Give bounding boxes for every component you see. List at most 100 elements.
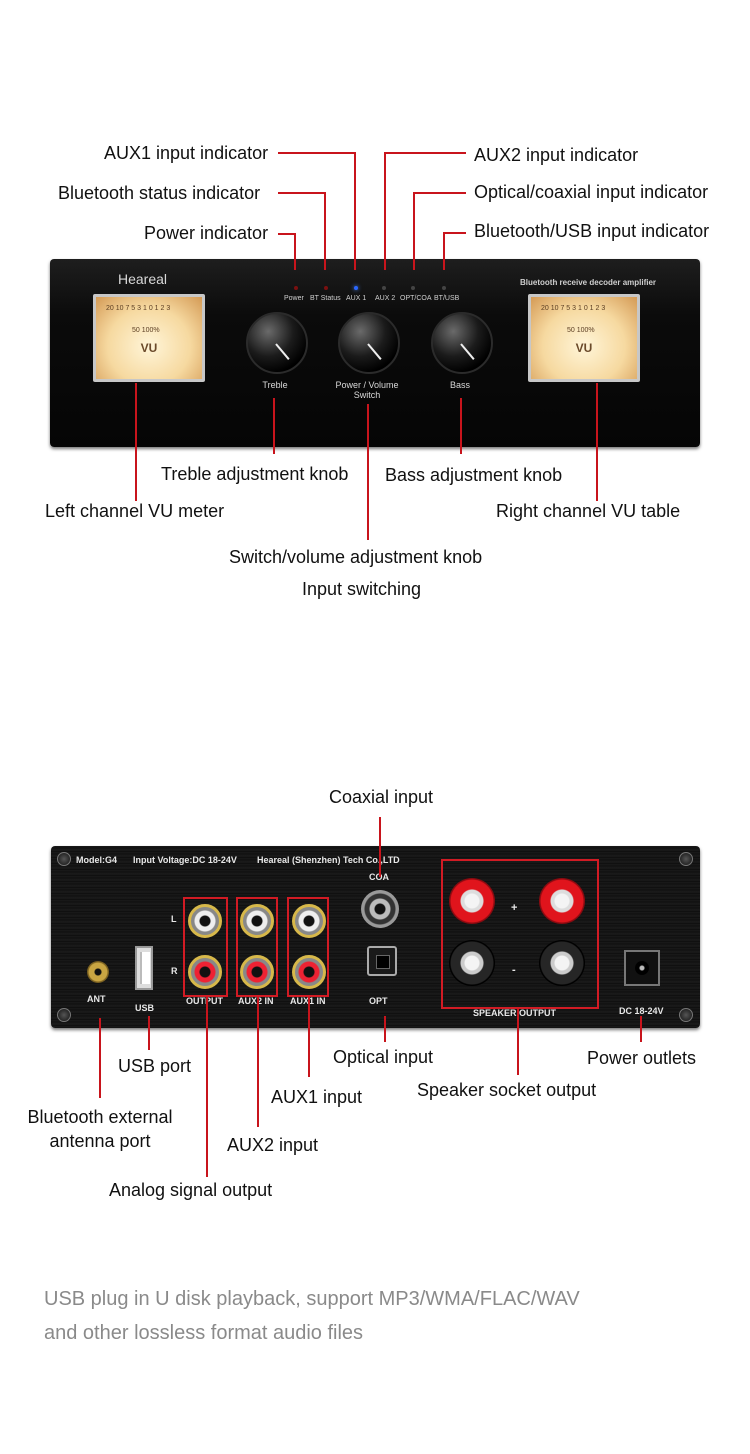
led-label-aux2: AUX 2: [375, 295, 396, 302]
dc-power-jack[interactable]: [624, 950, 660, 986]
label-optical-input: Optical input: [333, 1047, 434, 1067]
aux1-led: [354, 286, 358, 290]
right-vu-scale: 20 10 7 5 3 1 0 1 2 3: [541, 305, 606, 312]
speaker-l-plus-post[interactable]: [449, 878, 495, 924]
label-right-vu: Right channel VU table: [496, 501, 681, 521]
screw-icon: [57, 852, 71, 866]
speaker-r-minus-post[interactable]: [539, 940, 585, 986]
output-r-rca[interactable]: [188, 955, 222, 989]
callout-line-bt-usb: [443, 232, 466, 234]
antenna-connector: [87, 961, 109, 983]
rear-voltage: Input Voltage:DC 18-24V: [133, 855, 237, 865]
label-switch-knob: Switch/volume adjustment knob: [229, 547, 483, 567]
label-input-switching: Input switching: [302, 579, 422, 599]
rear-usb-label: USB: [135, 1003, 155, 1013]
callout-line-switch: [367, 404, 369, 540]
label-aux1-indicator: AUX1 input indicator: [104, 143, 269, 163]
label-bass-knob: Bass adjustment knob: [385, 465, 563, 485]
callout-line-right-vu: [596, 383, 598, 501]
right-vu-meter: 20 10 7 5 3 1 0 1 2 3 50 100% VU: [528, 294, 640, 382]
label-bt-usb-indicator: Bluetooth/USB input indicator: [474, 221, 710, 241]
aux2-l-rca[interactable]: [240, 904, 274, 938]
label-coaxial-input: Coaxial input: [329, 787, 434, 807]
opt-coa-led: [411, 286, 415, 290]
left-vu-text: VU: [140, 341, 158, 355]
rear-r-label: R: [171, 966, 178, 976]
front-subtitle: Bluetooth receive decoder amplifier: [520, 278, 657, 287]
left-vu-scale: 20 10 7 5 3 1 0 1 2 3: [106, 305, 171, 312]
aux1-highlight-box: [287, 897, 329, 997]
label-aux2-indicator: AUX2 input indicator: [474, 145, 639, 165]
rear-model: Model:G4: [76, 855, 118, 865]
rear-l-label: L: [171, 914, 177, 924]
callout-line-bass: [460, 398, 462, 454]
label-aux2-input: AUX2 input: [227, 1135, 319, 1155]
amplifier-front-panel: Heareal Bluetooth receive decoder amplif…: [50, 259, 700, 447]
screw-icon: [679, 1008, 693, 1022]
rear-opt-label: OPT: [369, 996, 388, 1006]
callout-line-treble: [273, 398, 275, 454]
callout-line-aux2: [257, 997, 259, 1127]
power-volume-knob[interactable]: [338, 312, 400, 374]
label-usb-port: USB port: [118, 1056, 192, 1076]
callout-line-power: [278, 233, 296, 235]
treble-knob[interactable]: [246, 312, 308, 374]
callout-line-bt-antenna: [99, 1018, 101, 1098]
label-treble-knob: Treble adjustment knob: [161, 464, 349, 484]
rear-output-label: OUTPUT: [186, 996, 223, 1006]
callout-line-bt-status: [278, 192, 326, 194]
callout-line-left-vu: [135, 383, 137, 501]
speaker-highlight-box: [441, 859, 599, 1009]
label-speaker-output: Speaker socket output: [417, 1080, 597, 1100]
callout-line-aux1: [278, 152, 356, 154]
usb-socket[interactable]: [135, 946, 153, 990]
bass-knob[interactable]: [431, 312, 493, 374]
output-highlight-box: [183, 897, 228, 997]
rear-maker: Heareal (Shenzhen) Tech Co.,LTD: [257, 855, 400, 865]
power-knob-label-1: Power / Volume: [335, 380, 399, 390]
bt-usb-led: [442, 286, 446, 290]
output-l-rca[interactable]: [188, 904, 222, 938]
label-opt-coa-indicator: Optical/coaxial input indicator: [474, 182, 709, 202]
aux2-led: [382, 286, 386, 290]
rear-aux1-in-label: AUX1 IN: [290, 996, 326, 1006]
callout-line-aux1-v: [354, 152, 356, 270]
led-label-aux1: AUX 1: [346, 295, 367, 302]
rear-minus-label: -: [512, 964, 516, 976]
label-power-indicator: Power indicator: [144, 223, 269, 243]
footer-line-1: USB plug in U disk playback, support MP3…: [44, 1288, 580, 1310]
aux1-l-rca[interactable]: [292, 904, 326, 938]
coaxial-jack[interactable]: [361, 890, 399, 928]
callout-line-aux2: [384, 152, 466, 154]
callout-line-opt-coa: [413, 192, 466, 194]
left-vu-meter: 20 10 7 5 3 1 0 1 2 3 50 100% VU: [93, 294, 205, 382]
callout-line-coaxial: [379, 817, 381, 877]
rear-aux2-in-label: AUX2 IN: [238, 996, 274, 1006]
callout-line-power-outlet: [640, 1016, 642, 1042]
led-label-power: Power: [284, 295, 304, 302]
rear-coa-label: COA: [369, 872, 389, 882]
treble-knob-label: Treble: [262, 380, 288, 390]
label-analog-output: Analog signal output: [109, 1180, 273, 1200]
label-bt-status-indicator: Bluetooth status indicator: [58, 183, 261, 203]
label-power-outlets: Power outlets: [587, 1048, 697, 1068]
callout-line-power-v: [294, 233, 296, 270]
optical-jack[interactable]: [367, 946, 397, 976]
left-vu-percent: 50 100%: [132, 327, 160, 334]
callout-line-aux1: [308, 997, 310, 1077]
power-knob-label-2: Switch: [353, 390, 381, 400]
aux1-r-rca[interactable]: [292, 955, 326, 989]
callout-line-bt-usb-v: [443, 232, 445, 270]
label-aux1-input: AUX1 input: [271, 1087, 363, 1107]
label-left-vu: Left channel VU meter: [45, 501, 225, 521]
aux2-highlight-box: [236, 897, 278, 997]
callout-line-usb: [148, 1016, 150, 1050]
aux2-r-rca[interactable]: [240, 955, 274, 989]
callout-line-bt-status-v: [324, 192, 326, 270]
led-label-bt-status: BT Status: [310, 295, 341, 302]
callout-line-optical: [384, 1016, 386, 1042]
bass-knob-label: Bass: [449, 380, 470, 390]
speaker-l-minus-post[interactable]: [449, 940, 495, 986]
right-vu-percent: 50 100%: [567, 327, 595, 334]
speaker-r-plus-post[interactable]: [539, 878, 585, 924]
